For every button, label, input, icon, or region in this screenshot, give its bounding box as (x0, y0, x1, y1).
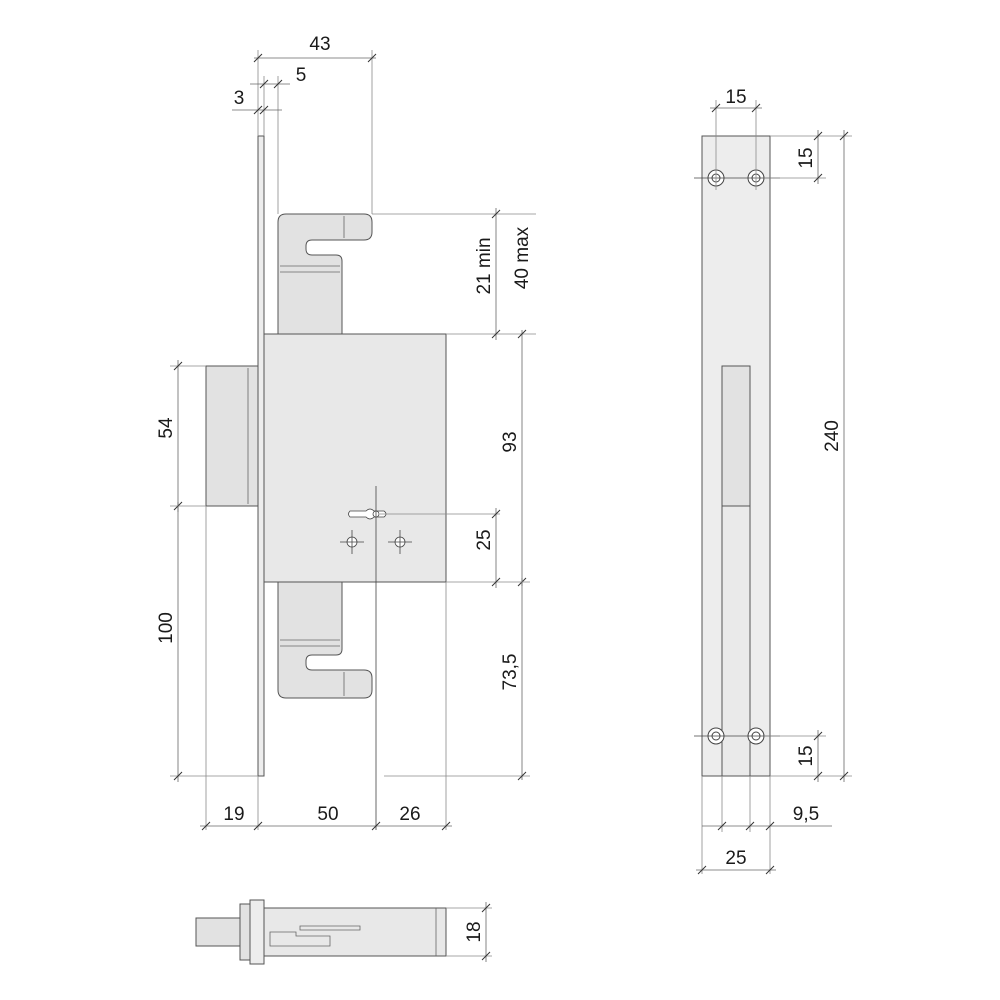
dim-19: 19 (223, 804, 244, 825)
dim-21-min: 21 min (474, 237, 495, 294)
faceplate (257, 135, 265, 777)
dim-3: 3 (234, 88, 245, 109)
strike-plate-view: 15 15 240 15 9,5 25 (694, 87, 852, 875)
dim-15-bottom: 15 (796, 745, 817, 766)
dim-50: 50 (317, 804, 338, 825)
dim-40-max: 40 max (512, 226, 533, 289)
latch-block (205, 365, 259, 507)
dim-26: 26 (399, 804, 420, 825)
strike-slot-lower (721, 505, 751, 777)
lock-front-view: 43 5 3 21 min 40 max 93 25 (156, 34, 536, 831)
bolt-side-view: 18 (195, 899, 492, 965)
dim-93: 93 (500, 431, 521, 452)
dim-100: 100 (156, 612, 177, 644)
bolt-flange (239, 903, 251, 961)
dim-15-top: 15 (796, 147, 817, 168)
dim-240: 240 (822, 420, 843, 452)
strike-slot (721, 365, 751, 507)
follower-holes (340, 530, 412, 554)
upper-hook-bolt (277, 213, 373, 335)
dim-5: 5 (296, 65, 307, 86)
dim-73-5: 73,5 (500, 654, 521, 691)
dim-9-5: 9,5 (793, 804, 819, 825)
bolt-pin (195, 917, 241, 947)
dim-25-width: 25 (725, 848, 746, 869)
dim-54: 54 (156, 417, 177, 439)
dim-43: 43 (309, 34, 330, 55)
dim-18: 18 (464, 921, 485, 942)
dim-15-spacing: 15 (725, 87, 746, 108)
dim-25-key: 25 (474, 529, 495, 550)
bolt-plate (249, 899, 265, 965)
keyhole (348, 508, 387, 520)
